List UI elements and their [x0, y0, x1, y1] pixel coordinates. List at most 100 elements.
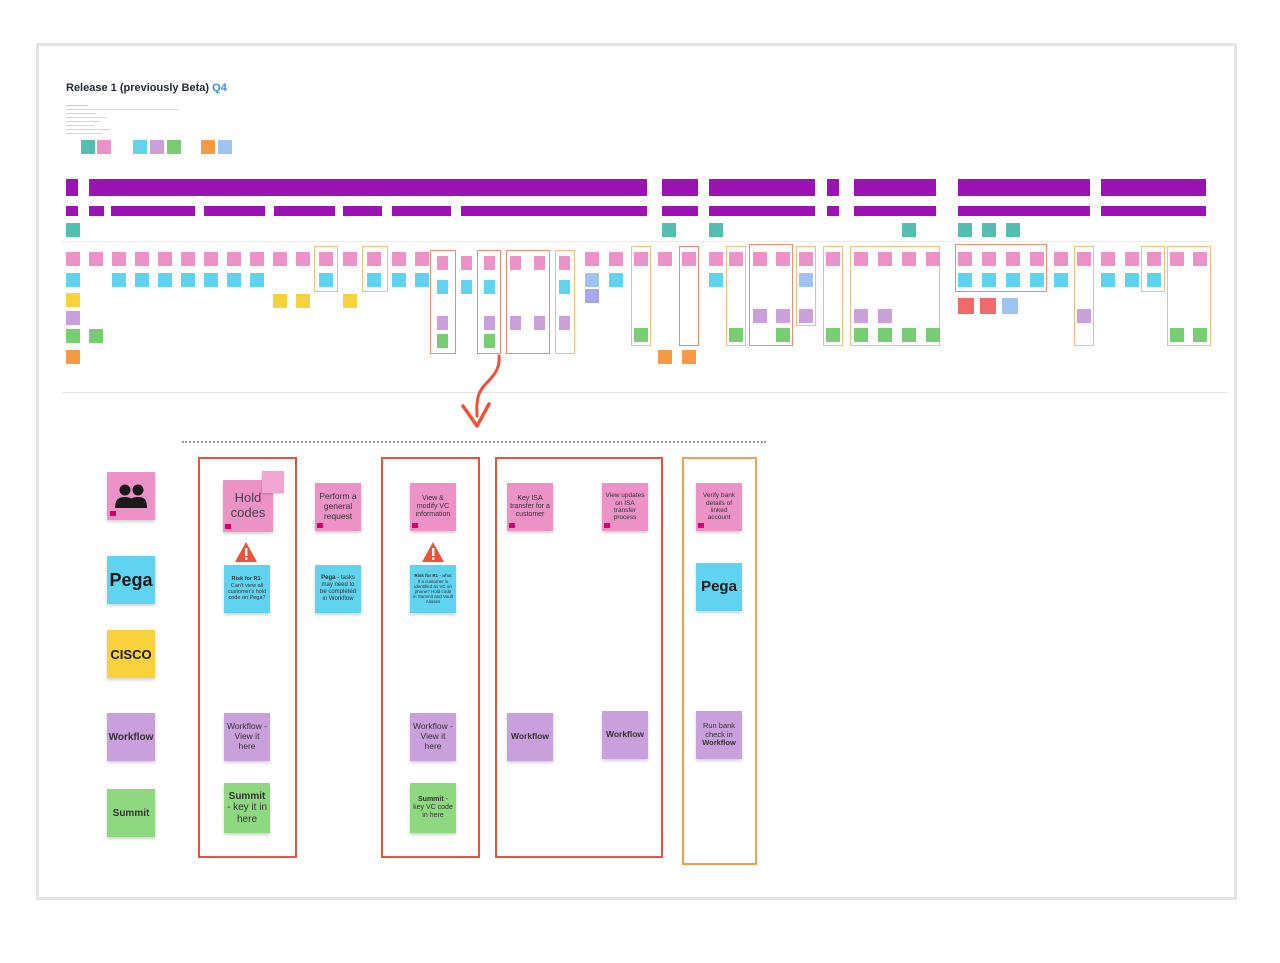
task-note: [878, 252, 892, 266]
system-note: [319, 273, 333, 287]
system-note: [1006, 273, 1020, 287]
vc-summit-text: Summit - key VC code in here: [413, 795, 453, 820]
task-note: [66, 252, 80, 266]
vc-info-note: View & modify VC information: [410, 483, 456, 531]
task-note: [158, 252, 172, 266]
persona-note: [1006, 223, 1020, 237]
task-note: [682, 252, 696, 266]
legend-swatch: [81, 140, 95, 154]
highlight-box: [726, 246, 746, 346]
highlight-box: [1167, 246, 1211, 346]
category-band: [662, 179, 698, 196]
system-note: [982, 273, 996, 287]
hold-workflow-note: Workflow - View it here: [224, 713, 270, 761]
risk-note: [1002, 298, 1018, 314]
highlight-box: [955, 244, 1047, 292]
system-note: [484, 280, 495, 294]
category-band: [854, 179, 936, 196]
task-note: [753, 252, 767, 266]
legend-swatch: [167, 140, 181, 154]
summit-note: [902, 328, 916, 342]
task-note: [1147, 252, 1161, 266]
section-divider: [62, 392, 1227, 393]
cisco-note: [66, 293, 80, 307]
task-note: [204, 252, 218, 266]
cisco-note: [273, 294, 287, 308]
system-note: [392, 273, 406, 287]
task-note: [343, 252, 357, 266]
task-note: [826, 252, 840, 266]
risk-note: [958, 298, 974, 314]
persona-note: [982, 223, 996, 237]
activity-band: [111, 206, 195, 216]
task-note: [181, 252, 195, 266]
task-note: [437, 256, 448, 270]
hold-risk-note: Risk for R1- Can't view all customer's h…: [224, 565, 270, 613]
task-note: [1030, 252, 1044, 266]
bank-workflow-note: Run bank check in Workflow: [696, 711, 742, 759]
persona-note: [958, 223, 972, 237]
task-note: [461, 256, 472, 270]
legend-cisco: CISCO: [107, 630, 155, 678]
category-band: [1101, 179, 1206, 196]
system-note: [250, 273, 264, 287]
workflow-note: [753, 309, 767, 323]
bank-workflow-text: Run bank check in Workflow: [702, 721, 736, 748]
workflow-note: [878, 309, 892, 323]
system-note: [585, 289, 599, 303]
task-note: [982, 252, 996, 266]
vc-workflow-note: Workflow - View it here: [410, 713, 456, 761]
highlight-box: [796, 246, 816, 326]
warning-icon: [422, 542, 444, 562]
system-note: [799, 273, 813, 287]
category-band: [709, 179, 815, 196]
task-note: [634, 252, 648, 266]
risk-note: [980, 298, 996, 314]
system-note: [135, 273, 149, 287]
system-note: [709, 273, 723, 287]
category-band: [827, 179, 839, 196]
other-note: [66, 350, 80, 364]
hold-summit-note: Summit - key it in here: [224, 783, 270, 833]
summit-note: [776, 328, 790, 342]
people-icon: [115, 484, 147, 508]
activity-band: [66, 206, 78, 216]
persona-note: [662, 223, 676, 237]
task-note: [112, 252, 126, 266]
bank-details-note: Verify bank details of linked account: [696, 483, 742, 531]
other-note: [658, 350, 672, 364]
activity-band: [1101, 206, 1206, 216]
hold-workflow-text: Workflow - View it here: [227, 721, 267, 751]
workflow-note: [484, 316, 495, 330]
task-note: [658, 252, 672, 266]
vc-frame: [381, 457, 480, 858]
board-title: Release 1 (previously Beta) Q4: [66, 82, 227, 94]
bank-pega-note: Pega: [696, 563, 742, 611]
category-band: [66, 179, 78, 196]
general-pega-note: Pega - tasks may need to be completed in…: [315, 565, 361, 613]
workflow-note: [776, 309, 790, 323]
general-request-note: Perform a general request: [315, 483, 361, 531]
vc-risk-note: Risk for R1 - what if a customer is iden…: [410, 565, 456, 613]
cisco-note: [343, 294, 357, 308]
task-note: [319, 252, 333, 266]
highlight-box: [631, 246, 651, 346]
task-note: [250, 252, 264, 266]
system-note: [181, 273, 195, 287]
highlight-box: [679, 246, 699, 346]
summit-note: [437, 334, 448, 348]
bank-frame: [682, 457, 757, 865]
isa-transfer-label: Key ISA transfer for a customer: [510, 494, 550, 519]
workflow-note: [534, 316, 545, 330]
persona-note: [902, 223, 916, 237]
task-note: [89, 252, 103, 266]
isa-workflow-note: Workflow: [507, 713, 553, 761]
summit-note: [89, 329, 103, 343]
workflow-note: [559, 316, 570, 330]
vc-summit-note: Summit - key VC code in here: [410, 783, 456, 833]
other-note: [682, 350, 696, 364]
task-note: [776, 252, 790, 266]
legend-swatch: [150, 140, 164, 154]
summit-note: [1170, 328, 1184, 342]
system-note: [1125, 273, 1139, 287]
